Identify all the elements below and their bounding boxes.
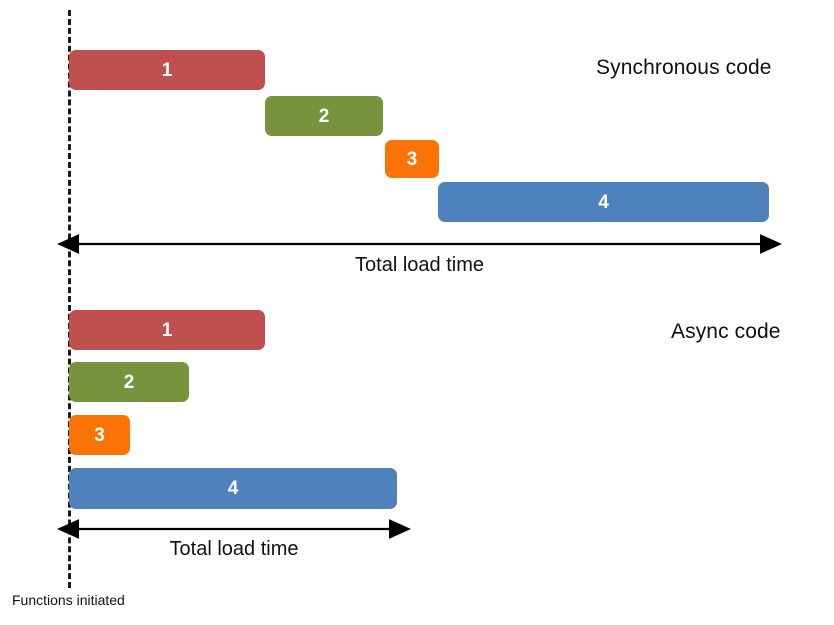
async-bar-4: 4	[69, 468, 397, 509]
async-bar-2-label: 2	[123, 371, 135, 393]
sync-bar-1-label: 1	[161, 59, 173, 81]
functions-initiated-label: Functions initiated	[12, 592, 125, 608]
async-total-load-time-label: Total load time	[169, 538, 299, 560]
sync-total-load-time-arrow	[57, 233, 782, 255]
async-bar-3-label: 3	[94, 424, 105, 446]
sync-bar-3: 3	[385, 140, 439, 178]
async-bar-1-label: 1	[161, 319, 173, 341]
sync-bar-2: 2	[265, 96, 383, 136]
async-bar-1: 1	[69, 310, 265, 350]
section-caption-synchronous: Synchronous code	[596, 56, 772, 79]
section-caption-async: Async code	[671, 320, 781, 343]
sync-bar-4: 4	[438, 182, 769, 222]
sync-bar-2-label: 2	[318, 105, 330, 127]
sync-bar-4-label: 4	[598, 191, 609, 213]
async-total-load-time-arrow	[57, 518, 411, 540]
sync-bar-1: 1	[69, 50, 265, 90]
functions-initiated-origin-line	[68, 10, 71, 588]
sync-total-load-time-label: Total load time	[355, 254, 484, 276]
sync-bar-3-label: 3	[406, 148, 418, 170]
async-bar-4-label: 4	[227, 478, 239, 499]
async-bar-3: 3	[69, 415, 130, 455]
async-bar-2: 2	[69, 362, 189, 402]
